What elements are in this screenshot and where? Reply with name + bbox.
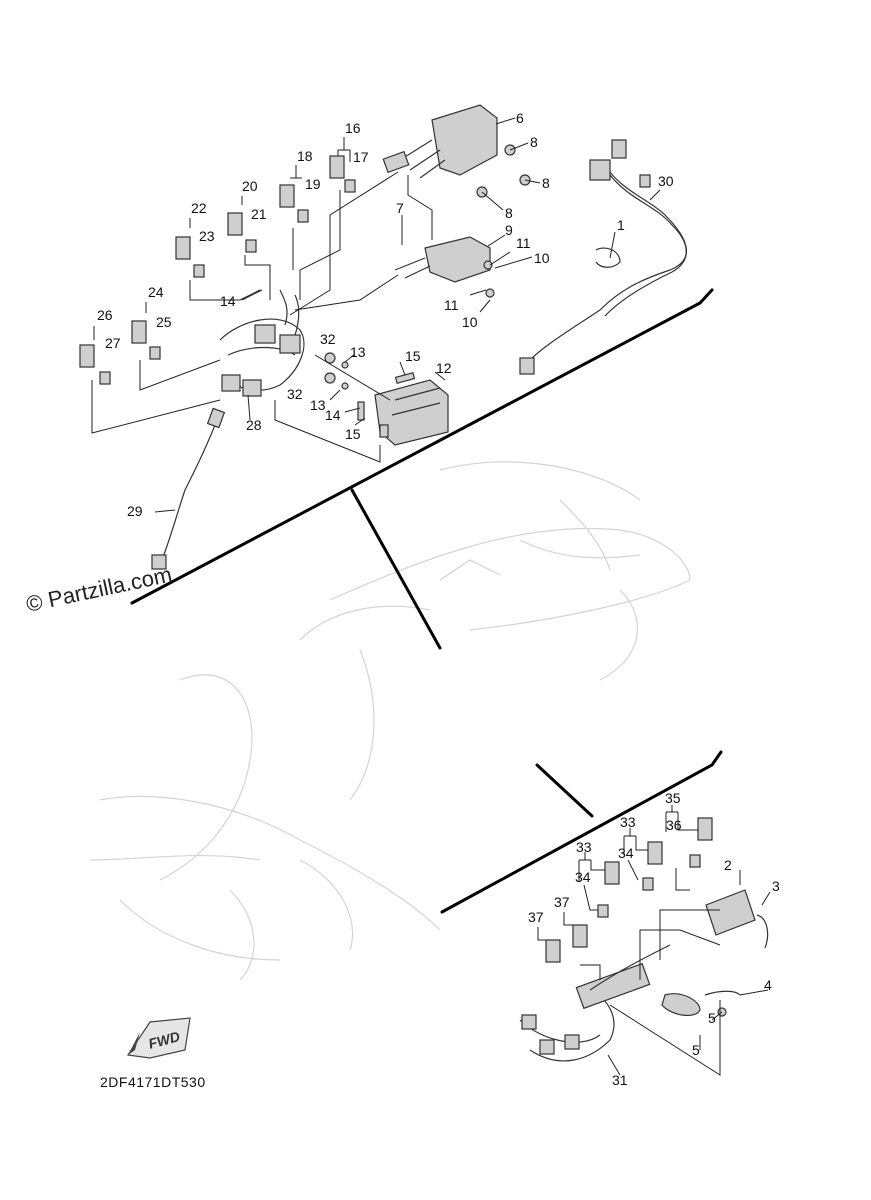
callout-13a: 13 xyxy=(350,344,366,360)
callout-3: 3 xyxy=(772,878,780,894)
upper-leader-lines xyxy=(91,117,661,513)
callout-29: 29 xyxy=(127,503,143,519)
callout-18: 18 xyxy=(297,148,313,164)
drawing-code: 2DF4171DT530 xyxy=(100,1074,206,1090)
callout-10a: 10 xyxy=(534,250,550,266)
callout-28: 28 xyxy=(246,417,262,433)
callout-15b: 15 xyxy=(345,426,361,442)
callout-34a: 34 xyxy=(575,869,591,885)
lower-leader-lines xyxy=(537,805,771,1076)
callout-36: 36 xyxy=(666,817,682,833)
callout-17: 17 xyxy=(353,149,369,165)
callout-11a: 11 xyxy=(516,235,531,251)
callout-14a: 14 xyxy=(220,293,236,309)
callout-5a: 5 xyxy=(708,1010,716,1026)
callout-7: 7 xyxy=(396,200,404,216)
callout-21: 21 xyxy=(251,206,267,222)
callout-31: 31 xyxy=(612,1072,628,1088)
callout-19: 19 xyxy=(305,176,321,192)
callout-12: 12 xyxy=(436,360,452,376)
callout-37b: 37 xyxy=(554,894,570,910)
fwd-arrow-icon: FWD xyxy=(126,1017,191,1059)
callout-27: 27 xyxy=(105,335,121,351)
fwd-label: FWD xyxy=(147,1028,182,1052)
callout-4: 4 xyxy=(764,977,772,993)
callout-14b: 14 xyxy=(325,407,341,423)
section-separators xyxy=(130,288,723,914)
partzilla-watermark: © Partzilla.com xyxy=(24,562,174,617)
callout-32a: 32 xyxy=(320,331,336,347)
callout-5b: 5 xyxy=(692,1042,700,1058)
callout-16: 16 xyxy=(345,120,361,136)
callout-25: 25 xyxy=(156,314,172,330)
callout-33a: 33 xyxy=(576,839,592,855)
callout-9: 9 xyxy=(505,222,513,238)
lower-assembly xyxy=(519,817,769,1062)
callout-2: 2 xyxy=(724,857,732,873)
callout-20: 20 xyxy=(242,178,258,194)
callout-23: 23 xyxy=(199,228,215,244)
callout-34b: 34 xyxy=(618,845,634,861)
callout-26: 26 xyxy=(97,307,113,323)
callout-13b: 13 xyxy=(310,397,326,413)
callout-labels: 1 2 3 4 5 5 6 7 8 8 8 9 10 10 11 11 12 1… xyxy=(97,110,780,1088)
callout-37a: 37 xyxy=(528,909,544,925)
callout-8c: 8 xyxy=(505,205,513,221)
callout-32b: 32 xyxy=(287,386,303,402)
callout-15a: 15 xyxy=(405,348,421,364)
callout-1: 1 xyxy=(617,217,625,233)
callout-24: 24 xyxy=(148,284,164,300)
upper-assembly xyxy=(79,104,687,570)
callout-6: 6 xyxy=(516,110,524,126)
vehicle-ghost-outline xyxy=(89,461,691,981)
callout-30: 30 xyxy=(658,173,674,189)
callout-22: 22 xyxy=(191,200,207,216)
callout-35: 35 xyxy=(665,790,681,806)
callout-8b: 8 xyxy=(542,175,550,191)
callout-10b: 10 xyxy=(462,314,478,330)
callout-11b: 11 xyxy=(444,297,459,313)
callout-33b: 33 xyxy=(620,814,636,830)
callout-8a: 8 xyxy=(530,134,538,150)
